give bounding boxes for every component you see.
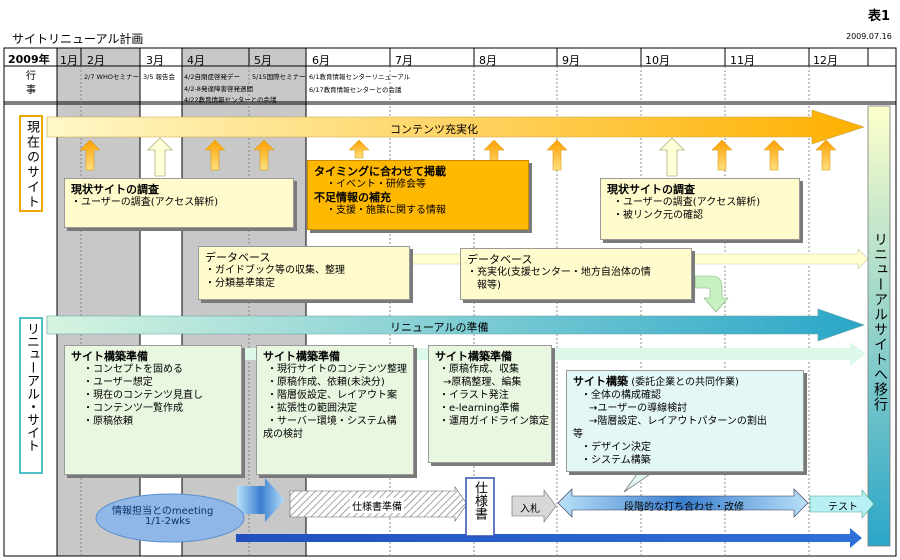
box-title: サイト構築準備 bbox=[435, 350, 512, 363]
box-title: タイミングに合わせて掲載 bbox=[314, 165, 446, 178]
box-line: ・現在のコンテンツ見直し bbox=[83, 390, 203, 401]
box-line: ・階層仮設定、レイアウト案 bbox=[267, 390, 397, 401]
event-item: 4/22教育情報センターとの会議 bbox=[184, 96, 277, 104]
build-prep-box-2: サイト構築準備 ・現行サイトのコンテンツ整理 ・原稿作成、依頼(未決分) ・階層… bbox=[256, 345, 414, 475]
box-line: ・運用ガイドライン策定 bbox=[439, 416, 549, 427]
box-line: →ユーザーの導線検討 bbox=[589, 403, 688, 414]
box-title: サイト構築準備 bbox=[263, 350, 340, 363]
renewal-prep-arrow bbox=[46, 308, 865, 342]
box-line: ・充実化(支援センター・地方自治体の情 bbox=[467, 267, 651, 278]
box-line: 成の検討 bbox=[263, 429, 303, 440]
month-mar: 3月 bbox=[146, 54, 164, 67]
document-date: 2009.07.16 bbox=[846, 32, 892, 41]
box-line: ・原稿作成、依頼(未決分) bbox=[267, 377, 385, 388]
spec-prep-label: 仕様書準備 bbox=[350, 498, 404, 513]
month-may: 5月 bbox=[254, 54, 272, 67]
month-aug: 8月 bbox=[479, 54, 497, 67]
database-box-2: データベース ・充実化(支援センター・地方自治体の情 報等) bbox=[460, 248, 692, 300]
box-line: ・拡張性の範囲決定 bbox=[267, 403, 357, 414]
current-site-frame bbox=[19, 115, 43, 212]
bid-label: 入札 bbox=[520, 504, 540, 515]
box-line: ・コンセプトを固める bbox=[83, 364, 183, 375]
year-label: 2009年 bbox=[8, 53, 50, 66]
month-jun: 6月 bbox=[312, 54, 330, 67]
month-oct: 10月 bbox=[645, 54, 670, 67]
event-item: 3/5 報告会 bbox=[143, 73, 176, 81]
test-label: テスト bbox=[828, 502, 858, 513]
box-title: 現状サイトの調査 bbox=[71, 183, 159, 196]
event-item: 4/2自閉症啓発デー bbox=[184, 73, 240, 81]
page-title: サイトリニューアル計画 bbox=[12, 32, 144, 46]
renewal-site-label: リニューアル・サイト bbox=[24, 322, 39, 452]
box-line: ・原稿依頼 bbox=[83, 416, 133, 427]
box-line: ・分類基準策定 bbox=[205, 278, 275, 289]
event-item: 6/17教育情報センターとの会議 bbox=[309, 86, 402, 94]
month-apr: 4月 bbox=[187, 54, 205, 67]
build-prep-box-3: サイト構築準備 ・原稿作成、収集 →原稿整理、編集 ・イラスト発注 ・e-lea… bbox=[428, 345, 552, 463]
box-line: ・コンテンツ一覧作成 bbox=[83, 403, 183, 414]
content-arrow-label: コンテンツ充実化 bbox=[390, 123, 478, 136]
timing-box: タイミングに合わせて掲載 ・イベント・研修会等 不足情報の補充 ・支援・施策に関… bbox=[307, 160, 529, 230]
events-label: 行事 bbox=[26, 71, 36, 96]
box-line: 報等) bbox=[477, 280, 501, 291]
box-line: 等 bbox=[573, 429, 583, 440]
box-line: ・全体の構成確認 bbox=[581, 390, 661, 401]
event-item: 6/1教育情報センターリニューアル bbox=[309, 73, 411, 81]
meeting-oval bbox=[95, 493, 245, 543]
meetings-label: 段階的な打ち合わせ・改修 bbox=[624, 502, 744, 513]
box-line: →階層設定、レイアウトパターンの割出 bbox=[589, 416, 767, 427]
box-line: ・支援・施策に関する情報 bbox=[326, 205, 446, 216]
box-line: ・ガイドブック等の収集、整理 bbox=[205, 265, 345, 276]
meeting-label: 情報担当とのmeeting bbox=[112, 506, 214, 517]
meetings-arrow bbox=[557, 488, 809, 518]
month-feb: 2月 bbox=[87, 54, 105, 67]
event-item: 2/7 WHOセミナー bbox=[84, 73, 139, 81]
box-title: データベース bbox=[205, 251, 271, 264]
box-line: ・イベント・研修会等 bbox=[326, 179, 426, 190]
box-line: ・イラスト発注 bbox=[439, 390, 509, 401]
event-item: 4/2-8発達障害啓発週間 bbox=[184, 85, 253, 93]
survey-box-2: 現状サイトの調査 ・ユーザーの調査(アクセス解析) ・被リンク元の確認 bbox=[600, 178, 800, 240]
box-title: サイト構築準備 bbox=[71, 350, 148, 363]
survey-box-1: 現状サイトの調査 ・ユーザーの調査(アクセス解析) bbox=[64, 178, 294, 228]
box-line: ・デザイン決定 bbox=[581, 442, 651, 453]
meeting-duration: 1/1-2wks bbox=[145, 516, 191, 527]
site-build-box: サイト構築 (委託企業との共同作業) ・全体の構成確認 →ユーザーの導線検討 →… bbox=[566, 370, 804, 472]
renewal-prep-label: リニューアルの準備 bbox=[390, 321, 489, 334]
month-nov: 11月 bbox=[730, 54, 755, 67]
box-line: ・ユーザー想定 bbox=[83, 377, 153, 388]
renewal-site-frame bbox=[19, 317, 43, 474]
migrate-label: リニューアルサイトへ移行 bbox=[872, 232, 888, 412]
event-item: 5/15国際セミナー bbox=[252, 73, 306, 81]
spec-label: 仕様書 bbox=[472, 481, 487, 520]
box-line: ・原稿作成、収集 bbox=[439, 364, 519, 375]
month-jan: 1月 bbox=[60, 54, 78, 67]
box-line: ・システム構築 bbox=[581, 455, 651, 466]
box-line: ・現行サイトのコンテンツ整理 bbox=[267, 364, 407, 375]
box-line: ・被リンク元の確認 bbox=[613, 210, 703, 221]
box-title: サイト構築 bbox=[573, 375, 628, 388]
table-number: 表1 bbox=[868, 9, 891, 24]
month-sep: 9月 bbox=[562, 54, 580, 67]
box-subtitle: (委託企業との共同作業) bbox=[631, 377, 739, 388]
box-line: ・e-learning準備 bbox=[439, 403, 520, 414]
month-jul: 7月 bbox=[395, 54, 413, 67]
box-title: 不足情報の補充 bbox=[314, 191, 391, 204]
box-line: ・ユーザーの調査(アクセス解析) bbox=[613, 197, 761, 208]
spec-box bbox=[465, 477, 495, 537]
box-line: ・サーバー環境・システム構 bbox=[267, 416, 397, 427]
database-box-1: データベース ・ガイドブック等の収集、整理 ・分類基準策定 bbox=[198, 246, 410, 300]
month-dec: 12月 bbox=[813, 54, 838, 67]
bottom-blue-arrow bbox=[236, 528, 862, 548]
migrate-bar bbox=[867, 105, 891, 547]
box-title: データベース bbox=[467, 253, 533, 266]
box-line: ・ユーザーの調査(アクセス解析) bbox=[71, 197, 219, 208]
box-line: →原稿整理、編集 bbox=[443, 377, 522, 388]
build-prep-box-1: サイト構築準備 ・コンセプトを固める ・ユーザー想定 ・現在のコンテンツ見直し … bbox=[64, 345, 242, 475]
current-site-label: 現在のサイト bbox=[24, 120, 39, 210]
content-arrow bbox=[46, 109, 865, 145]
box-title: 現状サイトの調査 bbox=[607, 183, 695, 196]
